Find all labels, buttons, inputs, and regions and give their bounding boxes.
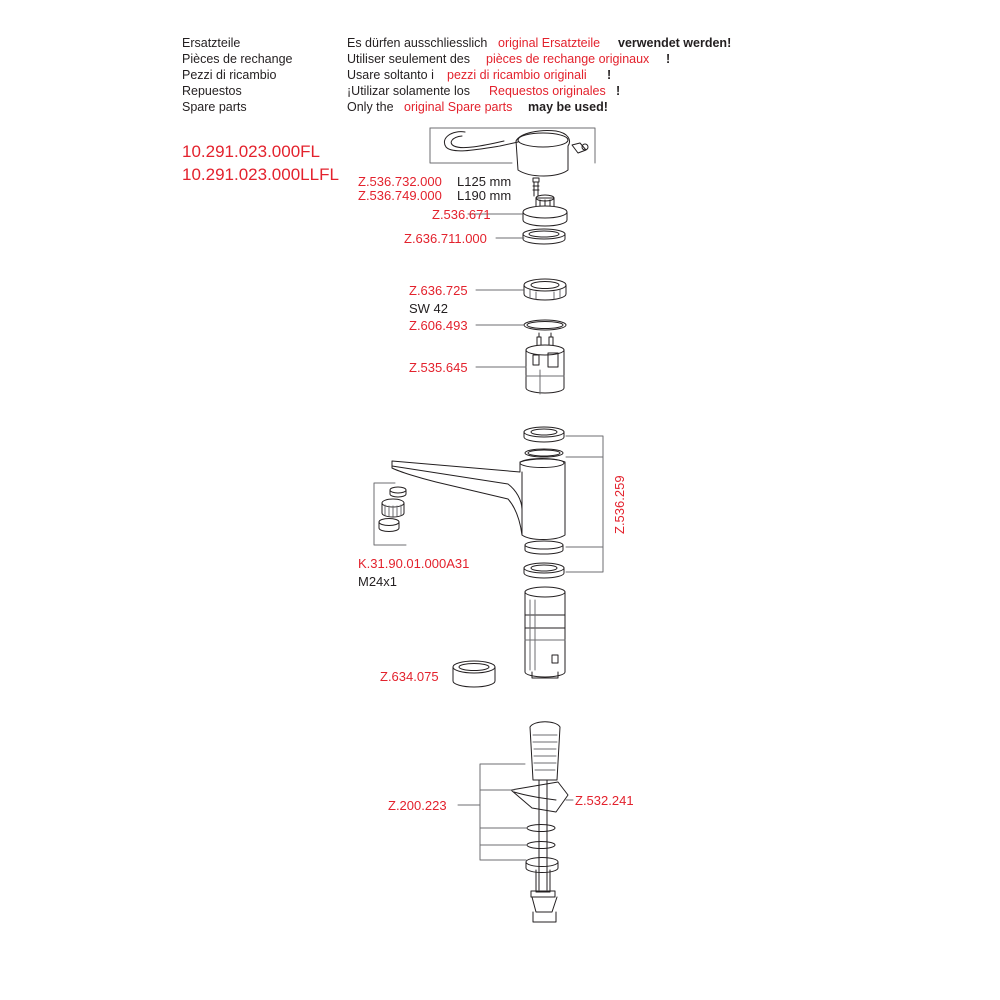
label-sw42: SW 42 [409, 301, 449, 316]
instruction-fr-end: ! [666, 52, 671, 66]
instruction-es-highlight: Requestos originales [489, 84, 606, 98]
instruction-fr-highlight: pièces de rechange originaux [486, 52, 650, 66]
lang-label-fr: Pièces de rechange [182, 52, 293, 66]
spout-upper-ring-drawing [524, 427, 564, 457]
o-ring-drawing [524, 320, 566, 330]
label-aerator: K.31.90.01.000A31 [358, 556, 470, 571]
instruction-de-highlight: original Ersatzteile [498, 36, 601, 50]
tap-body-drawing [525, 587, 565, 678]
aerator-drawing [374, 483, 406, 545]
ring-634075-drawing [453, 661, 495, 687]
lang-label-it: Pezzi di ricambio [182, 68, 277, 82]
instruction-es-end: ! [616, 84, 621, 98]
label-z536259: Z.536.259 [612, 475, 627, 534]
article-number-fl: 10.291.023.000FL [182, 142, 321, 161]
label-z535645: Z.535.645 [409, 360, 468, 375]
instruction-it: Usare soltanto i [347, 68, 434, 82]
label-z532241: Z.532.241 [575, 793, 634, 808]
spout-drawing [392, 459, 565, 540]
lever-handle-drawing [430, 128, 595, 176]
label-thread-m24x1: M24x1 [358, 574, 398, 589]
instruction-en-end: may be used! [528, 100, 608, 114]
label-lever-l190-code: Z.536.749.000 [358, 188, 442, 203]
label-z634075: Z.634.075 [380, 669, 439, 684]
cartridge-drawing [526, 333, 564, 394]
lang-label-es: Repuestos [182, 84, 242, 98]
leader-lines [468, 214, 573, 800]
label-z200223: Z.200.223 [388, 798, 447, 813]
article-number-llfl: 10.291.023.000LLFL [182, 165, 339, 184]
instruction-it-end: ! [607, 68, 612, 82]
adapter-drawing [523, 195, 567, 226]
label-lever-l125-code: Z.536.732.000 [358, 174, 442, 189]
bracket-536259 [566, 436, 603, 572]
screw-drawing [533, 178, 539, 196]
label-lever-l125-size: L125 mm [457, 174, 512, 189]
instruction-de-end: verwendet werden! [618, 36, 732, 50]
lang-label-en: Spare parts [182, 100, 247, 114]
cap-nut-drawing [524, 279, 566, 300]
spout-lower-rings-drawing [524, 541, 564, 578]
instruction-en-highlight: original Spare parts [404, 100, 513, 114]
label-lever-l190-size: L190 mm [457, 188, 512, 203]
instruction-en: Only the [347, 100, 394, 114]
lang-label-de: Ersatzteile [182, 36, 241, 50]
instruction-fr: Utiliser seulement des [347, 52, 470, 66]
mounting-set-drawing [511, 722, 568, 922]
bracket-200223 [480, 764, 526, 860]
label-z636711000: Z.636.711.000 [404, 231, 487, 246]
label-z606493: Z.606.493 [409, 318, 468, 333]
cover-ring-drawing [523, 229, 565, 244]
instruction-de: Es dürfen ausschliesslich [347, 36, 488, 50]
instruction-es: ¡Utilizar solamente los [347, 84, 470, 98]
instruction-it-highlight: pezzi di ricambio originali [447, 68, 587, 82]
label-z536671: Z.536.671 [432, 207, 491, 222]
label-z636725: Z.636.725 [409, 283, 468, 298]
